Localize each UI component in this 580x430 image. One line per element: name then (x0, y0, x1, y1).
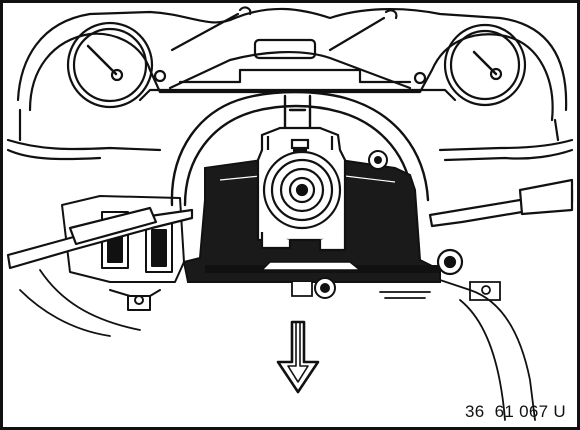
instrument-panel (6, 6, 574, 162)
right-gauge (443, 23, 527, 107)
figure-reference-number: 36 61 067 U (465, 402, 566, 421)
left-gauge (66, 21, 154, 109)
right-screwdriver (428, 178, 574, 276)
ignition-lock (256, 126, 347, 252)
column-shroud (170, 90, 430, 207)
down-arrow-icon (276, 320, 320, 394)
lower-trim (19, 269, 536, 421)
left-screwdriver (6, 206, 194, 270)
